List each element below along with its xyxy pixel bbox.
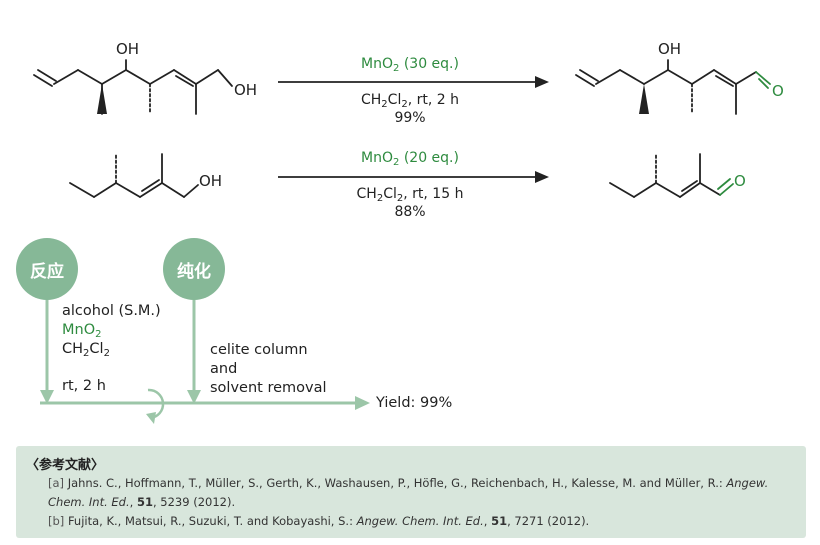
product1-hydroxyl: OH: [658, 40, 682, 58]
flow-reagent-solvent: CH2Cl2: [62, 341, 110, 359]
flow-reagent-alcohol: alcohol (S.M.): [62, 303, 161, 319]
reaction2-yield: 88%: [394, 204, 426, 220]
flow-workup-line3: solvent removal: [210, 380, 327, 396]
stir-icon: [146, 388, 165, 424]
flow-result-yield: Yield: 99%: [376, 395, 453, 411]
reference-a: [a] Jahns. C., Hoffmann, T., Müller, S.,…: [48, 476, 769, 509]
product2-aldehyde-oxygen: O: [734, 172, 746, 190]
reaction2-oxidant: MnO2 (20 eq.): [361, 150, 459, 168]
flow-workup-line2: and: [210, 361, 238, 377]
sm2-hydroxyl-end: OH: [199, 172, 223, 190]
flow-reaction-time: rt, 2 h: [62, 378, 106, 394]
reaction1-conditions: CH2Cl2, rt, 2 h: [360, 92, 459, 110]
reference-b: [b] Fujita, K., Matsui, R., Suzuki, T. a…: [48, 514, 590, 528]
references-heading: 〈参考文献〉: [26, 458, 105, 473]
reaction2-conditions: CH2Cl2, rt, 15 h: [356, 186, 464, 204]
purification-step-badge: 纯化: [163, 238, 225, 300]
references-box: 〈参考文献〉 [a] Jahns. C., Hoffmann, T., Müll…: [16, 446, 806, 538]
reaction-step-badge: 反应: [16, 238, 78, 300]
flow-workup-line1: celite column: [210, 342, 308, 358]
sm1-hydroxyl-end: OH: [234, 81, 258, 99]
product1-aldehyde-oxygen: O: [772, 82, 784, 100]
reaction1-oxidant: MnO2 (30 eq.): [361, 56, 459, 74]
sm1-hydroxyl-top: OH: [116, 40, 140, 58]
reaction1-yield: 99%: [394, 110, 426, 126]
flow-reagent-oxidant: MnO2: [62, 322, 102, 340]
